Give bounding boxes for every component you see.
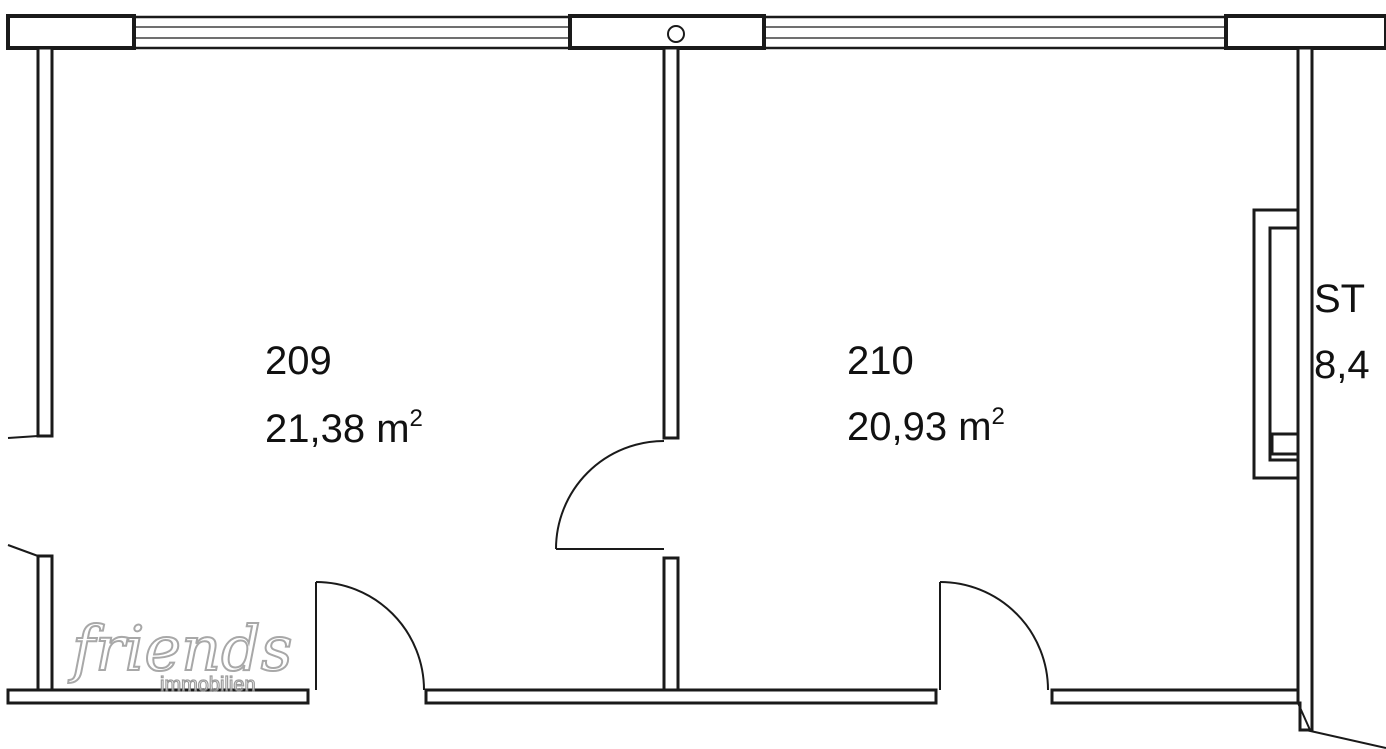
friends-logo: friends immobilien xyxy=(67,611,294,697)
room-210-number: 210 xyxy=(847,339,914,383)
room-209-area: 21,38 m2 xyxy=(265,405,423,451)
left-wall xyxy=(7,46,54,692)
bottom-wall-1 xyxy=(6,688,310,705)
window-1 xyxy=(134,15,570,50)
wall-pier-left xyxy=(6,14,136,50)
room-210-area: 20,93 m2 xyxy=(847,403,1005,449)
left-wall-lower xyxy=(36,554,54,692)
logo-sub: immobilien xyxy=(160,674,256,696)
left-wall-upper xyxy=(36,46,54,438)
bottom-wall-3 xyxy=(1050,688,1304,705)
partition-upper xyxy=(662,46,680,440)
wall-pier-right xyxy=(1224,14,1386,50)
top-wall xyxy=(6,14,1386,50)
right-wall xyxy=(1252,46,1386,749)
right-wall-main xyxy=(1296,46,1314,732)
room-210-label: 210 20,93 m2 xyxy=(847,339,1005,449)
room-st-area: 8,4 xyxy=(1314,343,1370,387)
room-209-number: 209 xyxy=(265,339,332,383)
bottom-wall xyxy=(6,581,1304,705)
room-st-number: ST xyxy=(1314,277,1365,321)
room-st-label: ST 8,4 xyxy=(1314,277,1370,387)
door-210 xyxy=(939,581,1049,691)
column-circle xyxy=(667,25,685,43)
wall-pier-center xyxy=(568,14,766,50)
logo-script: friends xyxy=(68,612,293,685)
bottom-wall-2 xyxy=(424,688,938,705)
shaft-box xyxy=(1270,432,1300,456)
window-2 xyxy=(764,15,1226,50)
partition-lower xyxy=(662,556,680,692)
room-209-label: 209 21,38 m2 xyxy=(265,339,423,451)
door-209 xyxy=(315,581,425,691)
partition-209-210 xyxy=(555,46,680,692)
